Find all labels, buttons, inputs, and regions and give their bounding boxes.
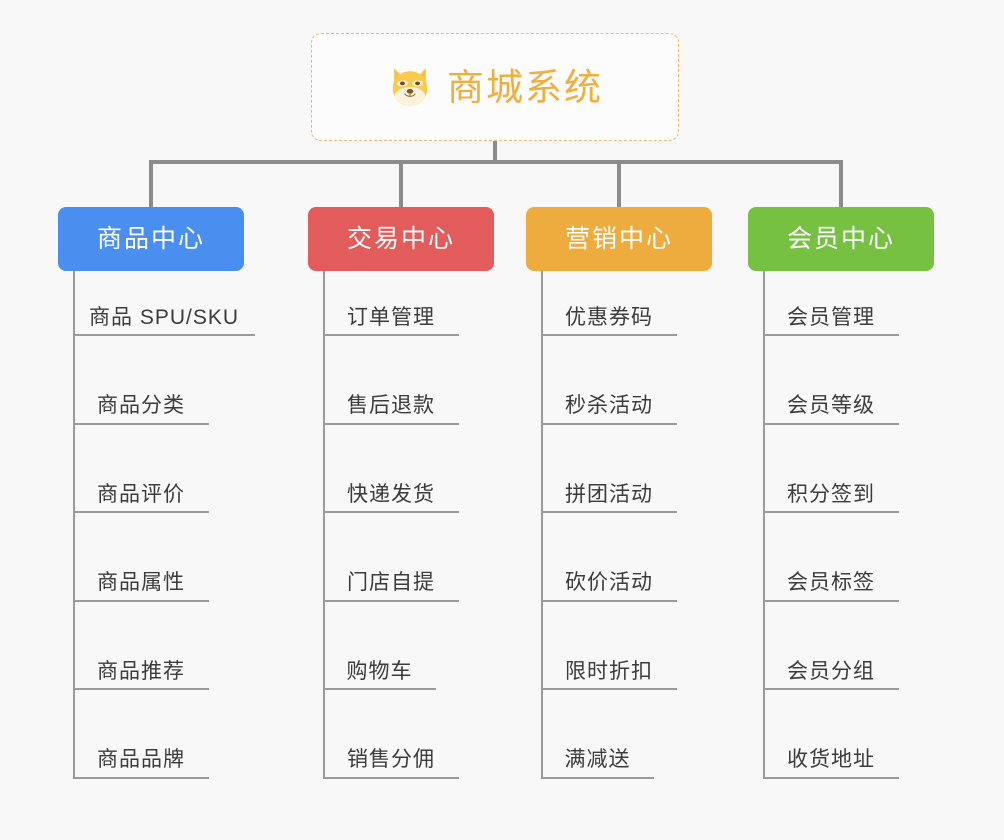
dog-face-icon <box>387 64 433 110</box>
leaf-item[interactable]: 快递发货 <box>323 461 459 513</box>
leaf-spine <box>763 271 765 779</box>
leaf-item-label: 会员分组 <box>787 659 875 683</box>
leaf-item-label: 售后退款 <box>347 394 435 418</box>
leaf-item-label: 订单管理 <box>347 305 435 329</box>
leaf-item-label: 秒杀活动 <box>565 394 653 418</box>
branch-node-3[interactable]: 营销中心 <box>526 207 712 271</box>
connector-root-stem <box>493 141 497 164</box>
root-label: 商城系统 <box>447 66 603 108</box>
branch-label-1: 商品中心 <box>96 224 205 253</box>
leaf-item[interactable]: 销售分佣 <box>323 727 459 779</box>
leaf-item-label: 砍价活动 <box>565 571 653 595</box>
leaf-item[interactable]: 会员标签 <box>763 550 899 602</box>
leaf-item[interactable]: 商品品牌 <box>73 727 209 779</box>
leaf-item[interactable]: 商品评价 <box>73 461 209 513</box>
connector-drop-4 <box>839 160 843 209</box>
leaf-item[interactable]: 门店自提 <box>323 550 459 602</box>
leaf-item-label: 快递发货 <box>347 482 435 506</box>
connector-drop-1 <box>149 160 153 209</box>
leaf-item[interactable]: 订单管理 <box>323 284 459 336</box>
leaf-item-label: 购物车 <box>346 659 413 683</box>
leaf-item[interactable]: 满减送 <box>541 727 654 779</box>
leaf-item-label: 限时折扣 <box>565 659 653 683</box>
branch-node-4[interactable]: 会员中心 <box>748 207 934 271</box>
leaf-item-label: 商品属性 <box>97 571 185 595</box>
leaf-item-label: 商品推荐 <box>97 659 185 683</box>
root-node[interactable]: 商城系统 <box>311 33 679 141</box>
leaf-item[interactable]: 商品 SPU/SKU <box>73 284 255 336</box>
connector-drop-2 <box>399 160 403 209</box>
branch-label-4: 会员中心 <box>786 224 895 253</box>
leaf-item[interactable]: 秒杀活动 <box>541 373 677 425</box>
leaf-item[interactable]: 拼团活动 <box>541 461 677 513</box>
leaf-item[interactable]: 限时折扣 <box>541 638 677 690</box>
leaf-item-label: 拼团活动 <box>565 482 653 506</box>
leaf-item-label: 积分签到 <box>787 482 875 506</box>
leaf-item[interactable]: 商品推荐 <box>73 638 209 690</box>
leaf-item[interactable]: 购物车 <box>323 638 436 690</box>
leaf-item-label: 收货地址 <box>787 748 875 772</box>
leaf-item-label: 商品评价 <box>97 482 185 506</box>
leaf-item[interactable]: 会员等级 <box>763 373 899 425</box>
leaf-item-label: 会员管理 <box>787 305 875 329</box>
leaf-spine <box>323 271 325 779</box>
branch-label-3: 营销中心 <box>564 224 673 253</box>
leaf-spine <box>541 271 543 779</box>
leaf-item-label: 销售分佣 <box>347 748 435 772</box>
leaf-item[interactable]: 会员分组 <box>763 638 899 690</box>
leaf-item-label: 会员标签 <box>787 571 875 595</box>
leaf-item-label: 商品 SPU/SKU <box>88 305 240 329</box>
leaf-item[interactable]: 砍价活动 <box>541 550 677 602</box>
leaf-spine <box>73 271 75 779</box>
branch-node-2[interactable]: 交易中心 <box>308 207 494 271</box>
leaf-item[interactable]: 积分签到 <box>763 461 899 513</box>
leaf-item[interactable]: 会员管理 <box>763 284 899 336</box>
leaf-item-label: 优惠券码 <box>565 305 653 329</box>
leaf-item[interactable]: 优惠券码 <box>541 284 677 336</box>
leaf-item-label: 商品分类 <box>97 394 185 418</box>
branch-node-1[interactable]: 商品中心 <box>58 207 244 271</box>
leaf-item-label: 商品品牌 <box>97 748 185 772</box>
leaf-item-label: 会员等级 <box>787 394 875 418</box>
branch-label-2: 交易中心 <box>346 224 455 253</box>
leaf-item[interactable]: 商品分类 <box>73 373 209 425</box>
connector-drop-3 <box>617 160 621 209</box>
leaf-item-label: 满减送 <box>564 748 631 772</box>
leaf-item[interactable]: 售后退款 <box>323 373 459 425</box>
connector-horizontal-bus <box>149 160 843 164</box>
leaf-item[interactable]: 收货地址 <box>763 727 899 779</box>
leaf-item[interactable]: 商品属性 <box>73 550 209 602</box>
leaf-item-label: 门店自提 <box>347 571 435 595</box>
